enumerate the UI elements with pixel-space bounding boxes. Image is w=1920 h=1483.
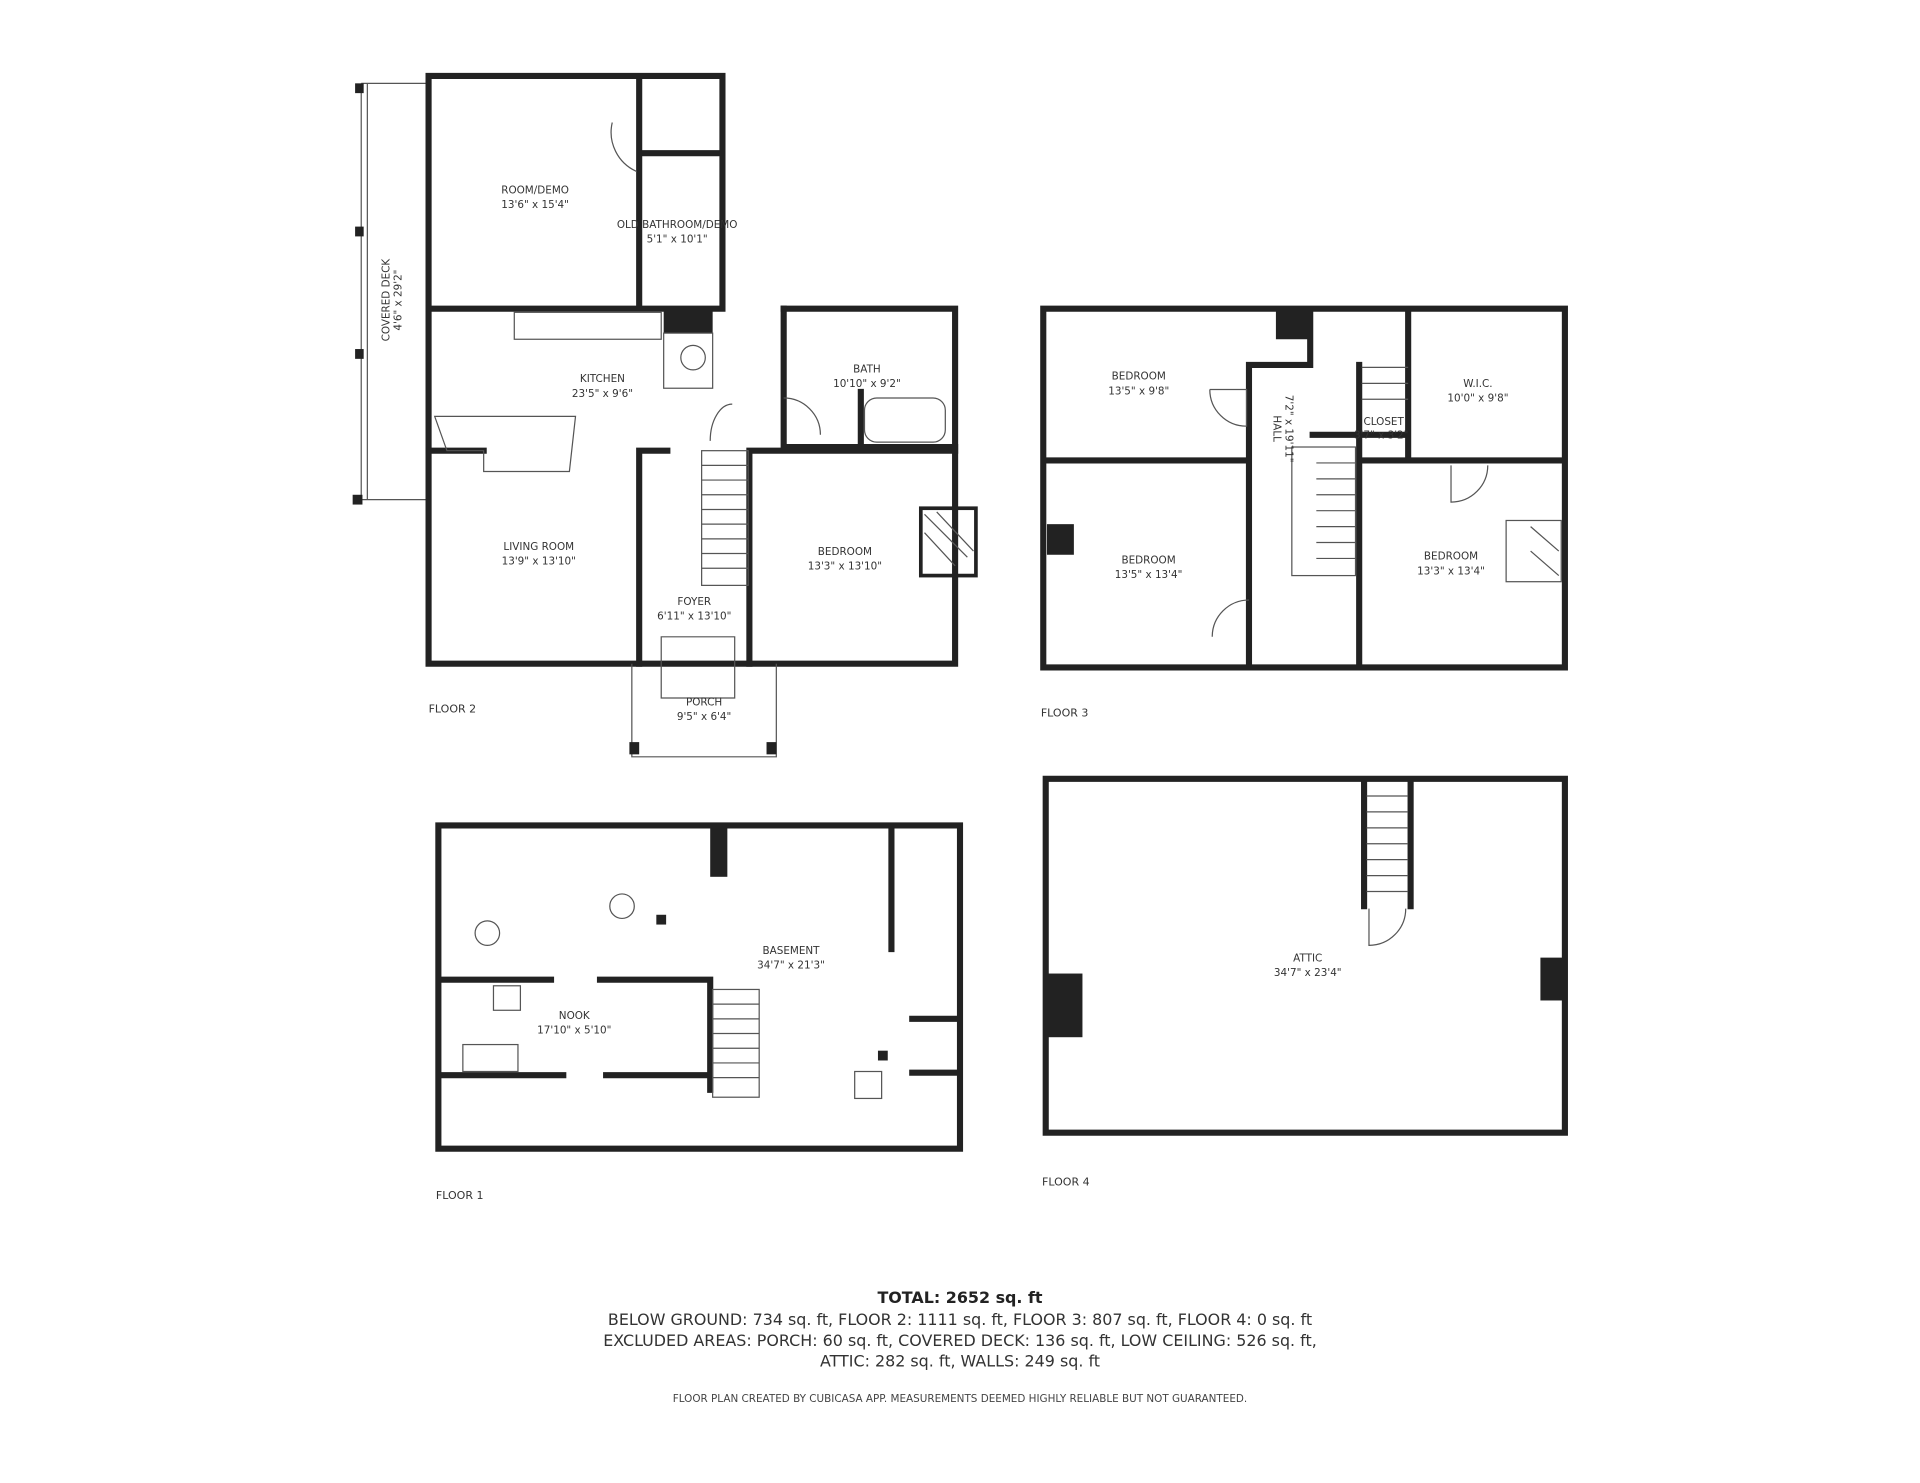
- room-size: 10'0" x 9'8": [1447, 393, 1508, 405]
- room-size: 13'5" x 13'4": [1115, 569, 1183, 581]
- total-area: TOTAL: 2652 sq. ft: [877, 1288, 1042, 1307]
- floor-1-label: FLOOR 1: [436, 1189, 484, 1202]
- room-size: 34'7" x 23'4": [1274, 967, 1342, 979]
- stairs-floor1: [712, 988, 760, 1098]
- room-name: BEDROOM: [1424, 551, 1478, 563]
- room-name: NOOK: [559, 1010, 591, 1022]
- floor-3-label: FLOOR 3: [1041, 706, 1089, 719]
- room-size: 13'5" x 9'8": [1108, 385, 1169, 397]
- room-size: 9'5" x 6'4": [677, 711, 731, 723]
- room-size: 13'9" x 13'10": [502, 556, 576, 568]
- room-size: 13'6" x 15'4": [501, 199, 569, 211]
- stairs-floor3: [1291, 366, 1409, 577]
- stairs-floor2: [701, 450, 749, 586]
- area-breakdown: BELOW GROUND: 734 sq. ft, FLOOR 2: 1111 …: [608, 1310, 1312, 1329]
- room-name: COVERED DECK: [380, 258, 392, 342]
- room-name: BEDROOM: [818, 546, 872, 558]
- excluded-areas: EXCLUDED AREAS: PORCH: 60 sq. ft, COVERE…: [603, 1331, 1317, 1350]
- room-size: 4'6" x 29'2": [393, 270, 405, 331]
- room-name: FOYER: [677, 596, 711, 608]
- area-summary: TOTAL: 2652 sq. ft BELOW GROUND: 734 sq.…: [603, 1288, 1317, 1405]
- room-name: LIVING ROOM: [503, 541, 574, 553]
- room-size: 6'11" x 13'10": [657, 611, 731, 623]
- stairs-floor4: [1366, 795, 1409, 893]
- room-size: 13'3" x 13'4": [1417, 565, 1485, 577]
- room-size: 34'7" x 21'3": [757, 960, 825, 972]
- floor-4-plan: FLOOR 4 ATTIC 34'7" x 23'4": [1042, 775, 1568, 1188]
- room-name: W.I.C.: [1463, 378, 1492, 390]
- room-name: PORCH: [686, 696, 722, 708]
- room-name: BATH: [853, 363, 881, 375]
- room-size: 3'7" x 3'2": [1354, 429, 1408, 441]
- room-name: ROOM/DEMO: [501, 185, 569, 197]
- disclaimer: FLOOR PLAN CREATED BY CUBICASA APP. MEAS…: [673, 1393, 1247, 1405]
- covered-deck: [352, 82, 429, 505]
- room-name: ATTIC: [1293, 952, 1322, 964]
- room-name: BEDROOM: [1121, 554, 1175, 566]
- floor-2-plan: FLOOR 2 ROOM/DEMO 13'6" x 15'4" OLD BATH…: [352, 72, 978, 758]
- floor-4-label: FLOOR 4: [1042, 1175, 1090, 1188]
- room-size: 7'2" x 19'11": [1283, 395, 1295, 463]
- room-name: KITCHEN: [580, 373, 625, 385]
- room-name: BEDROOM: [1112, 371, 1166, 383]
- room-size: 17'10" x 5'10": [537, 1025, 611, 1037]
- room-name: CLOSET: [1363, 416, 1404, 428]
- room-size: 23'5" x 9'6": [572, 388, 633, 400]
- excluded-areas-cont: ATTIC: 282 sq. ft, WALLS: 249 sq. ft: [820, 1352, 1100, 1371]
- room-name: HALL: [1270, 415, 1282, 442]
- room-name: OLD BATHROOM/DEMO: [617, 219, 738, 231]
- room-name: BASEMENT: [762, 945, 820, 957]
- floor-2-label: FLOOR 2: [429, 703, 477, 716]
- floor-3-plan: FLOOR 3 BEDROOM 13'5" x 9'8" HALL 7'2" x…: [1040, 305, 1568, 719]
- room-size: 5'1" x 10'1": [647, 234, 708, 246]
- room-size: 10'10" x 9'2": [833, 378, 901, 390]
- room-size: 13'3" x 13'10": [808, 560, 882, 572]
- floor-1-plan: FLOOR 1 BASEMENT 34'7" x 21'3" NOOK 17'1…: [435, 822, 964, 1202]
